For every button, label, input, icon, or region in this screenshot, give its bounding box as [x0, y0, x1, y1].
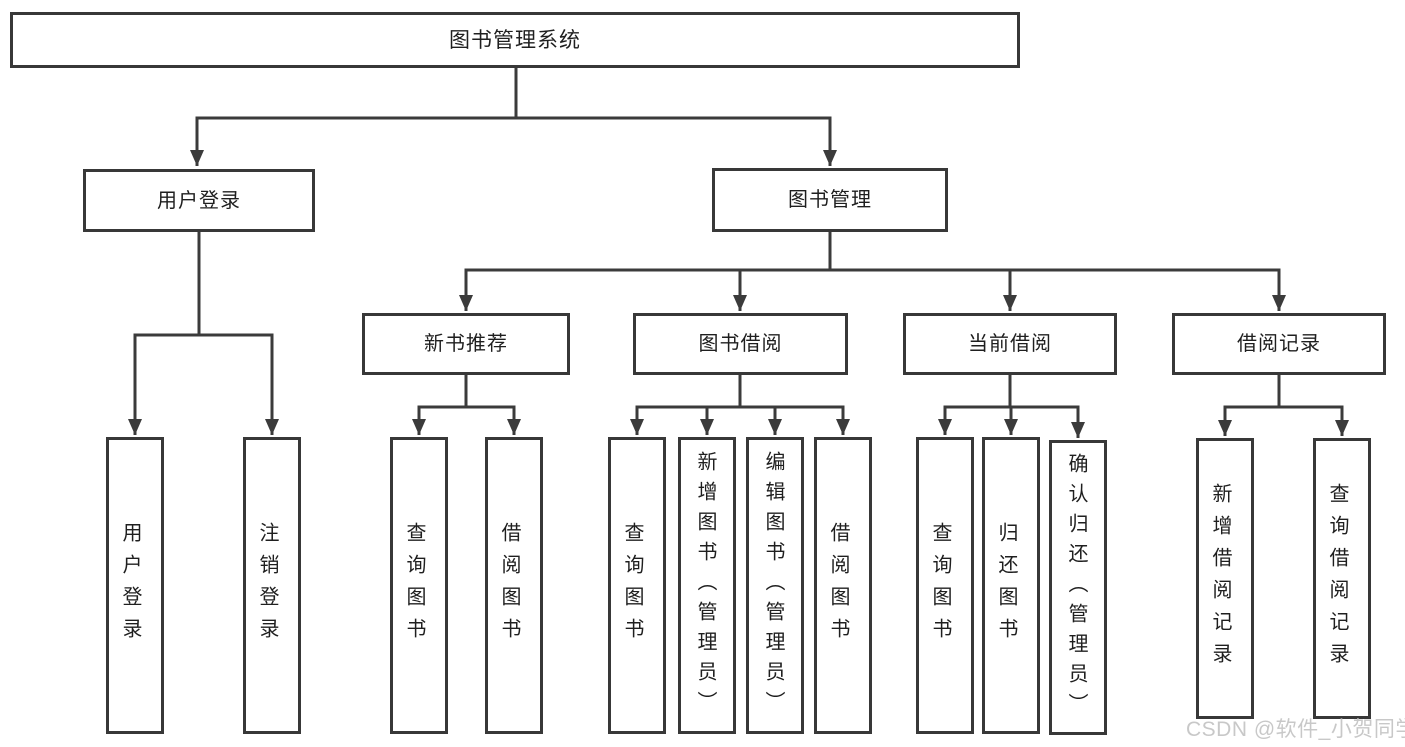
leaf-logout-login: 注销登录 [243, 437, 301, 734]
node-borrow-records: 借阅记录 [1172, 313, 1386, 375]
node-book-management: 图书管理 [712, 168, 948, 232]
node-current-borrow: 当前借阅 [903, 313, 1117, 375]
leaf-borrow-edit-books-admin: 编辑图书（管理员） [746, 437, 804, 734]
node-user-login-branch: 用户登录 [83, 169, 315, 232]
leaf-borrow-add-books-admin: 新增图书（管理员） [678, 437, 736, 734]
leaf-current-query-books: 查询图书 [916, 437, 974, 734]
node-library-system: 图书管理系统 [10, 12, 1020, 68]
leaf-newbook-borrow-books: 借阅图书 [485, 437, 543, 734]
leaf-current-return-books: 归还图书 [982, 437, 1040, 734]
csdn-watermark: CSDN @软件_小贺同学 [1186, 718, 1405, 741]
leaf-borrow-query-books: 查询图书 [608, 437, 666, 734]
leaf-borrow-borrow-books: 借阅图书 [814, 437, 872, 734]
leaf-records-query-record: 查询借阅记录 [1313, 438, 1371, 719]
node-book-borrow: 图书借阅 [633, 313, 848, 375]
leaf-newbook-query-books: 查询图书 [390, 437, 448, 734]
node-new-book-recommend: 新书推荐 [362, 313, 570, 375]
leaf-records-add-record: 新增借阅记录 [1196, 438, 1254, 719]
leaf-user-login: 用户登录 [106, 437, 164, 734]
leaf-current-confirm-return-admin: 确认归还（管理员） [1049, 440, 1107, 735]
